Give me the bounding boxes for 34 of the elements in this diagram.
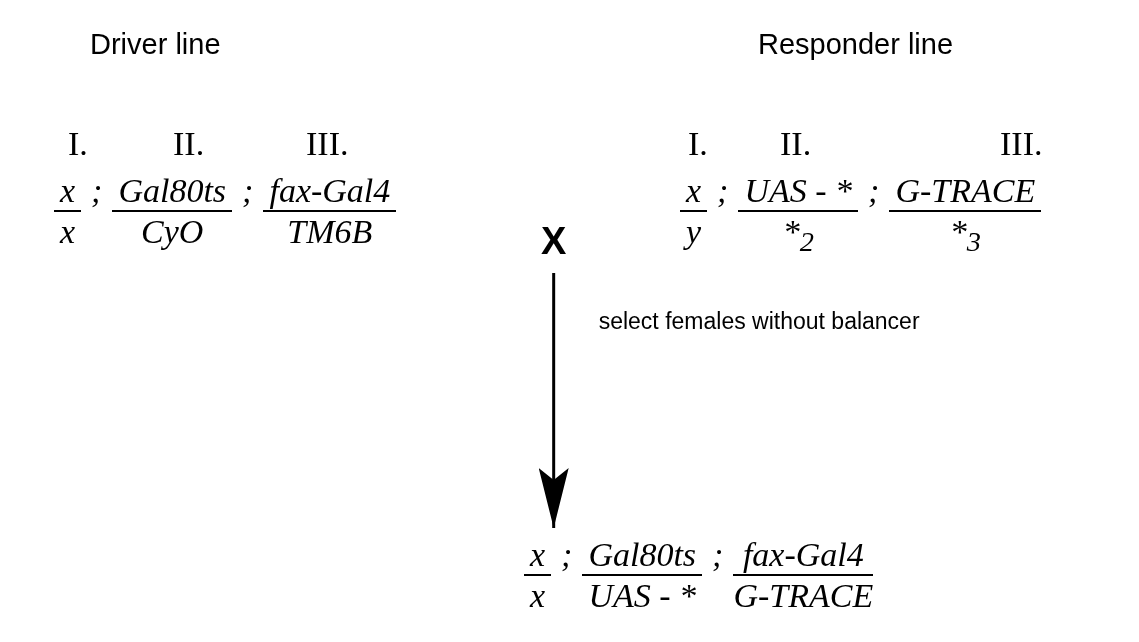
cross-symbol: X <box>541 220 567 263</box>
allele-label: Gal80ts <box>582 536 703 576</box>
separator: ; <box>242 172 254 210</box>
separator: ; <box>561 536 573 574</box>
allele-label: x <box>680 172 708 212</box>
allele-label: CyO <box>140 212 205 252</box>
chromosome-number: III. <box>306 125 349 163</box>
allele-label: UAS - * <box>587 576 698 616</box>
allele-label: *$_{3}$ <box>948 212 982 259</box>
chromosome-number: I. <box>68 125 88 163</box>
allele-label: Gal80ts <box>112 172 233 212</box>
allele-label: UAS - * <box>738 172 859 212</box>
allele-label: x <box>54 172 82 212</box>
chromosome-number: II. <box>780 125 812 163</box>
separator: ; <box>868 172 880 210</box>
heading: Driver line <box>90 28 221 61</box>
allele-label: fax-Gal4 <box>733 536 874 576</box>
allele-label: G-TRACE <box>733 576 874 616</box>
allele-label: *$_{2}$ <box>781 212 815 259</box>
allele-label: x <box>528 576 547 616</box>
chromosome-number: III. <box>1000 125 1043 163</box>
allele-label: TM6B <box>286 212 374 252</box>
allele-label: x <box>58 212 77 252</box>
allele-label: G-TRACE <box>889 172 1042 212</box>
heading: Responder line <box>758 28 954 61</box>
arrow <box>538 273 569 528</box>
separator: ; <box>91 172 103 210</box>
chromosome-number: I. <box>688 125 708 163</box>
allele-label: y <box>680 212 708 252</box>
allele-label: x <box>524 536 552 576</box>
chromosome-number: II. <box>173 125 205 163</box>
separator: ; <box>717 172 729 210</box>
allele-label: fax-Gal4 <box>263 172 397 212</box>
separator: ; <box>712 536 724 574</box>
